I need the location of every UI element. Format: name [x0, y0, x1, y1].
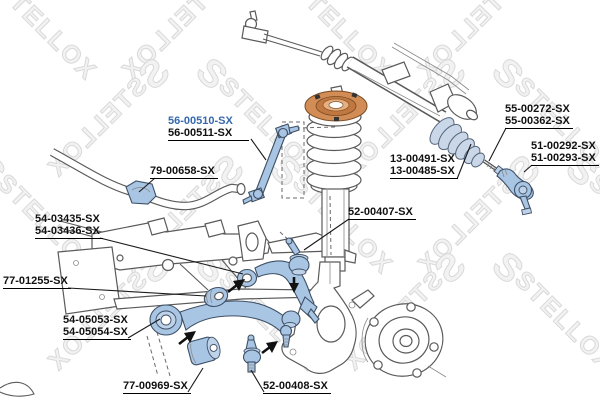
part-number: 77-00969-SX	[123, 380, 188, 392]
part-label-lower-arm-bushing[interactable]: 77-00969-SX	[123, 380, 191, 394]
install-arrows	[178, 277, 299, 355]
steering-rack	[241, 10, 479, 123]
outer-tie-rod-end	[496, 168, 534, 216]
part-number: 52-00408-SX	[263, 380, 328, 392]
part-label-steering-boot[interactable]: 13-00491-SX 13-00485-SX	[390, 153, 458, 179]
part-number: 51-00292-SX	[531, 140, 596, 152]
part-number: 56-00510-SX	[168, 115, 233, 127]
part-number: 13-00491-SX	[390, 153, 455, 165]
sway-bar-bushing-bracket	[125, 180, 157, 205]
part-number: 55-00272-SX	[505, 103, 570, 115]
part-number: 54-05054-SX	[63, 326, 128, 338]
part-label-inner-tie-rod[interactable]: 55-00272-SX 55-00362-SX	[505, 103, 573, 129]
part-number: 51-00293-SX	[531, 152, 596, 164]
assembly-guides	[146, 121, 337, 377]
part-number: 54-03436-SX	[35, 225, 100, 237]
part-number: 56-00511-SX	[168, 127, 233, 139]
part-label-upper-arm-bushing[interactable]: 77-01255-SX	[3, 275, 71, 289]
strut-mount	[304, 85, 368, 122]
upper-arm-bushing	[203, 286, 229, 308]
steering-boot	[429, 117, 485, 168]
part-label-upper-ball-joint[interactable]: 52-00407-SX	[348, 206, 416, 220]
part-label-sway-bar-bushing[interactable]: 79-00658-SX	[150, 165, 218, 179]
part-label-lower-control-arm[interactable]: 54-05053-SX 54-05054-SX	[63, 314, 131, 340]
leader-lines	[67, 127, 533, 393]
stabilizer-link	[242, 123, 300, 205]
part-number: 55-00362-SX	[505, 115, 570, 127]
part-label-outer-tie-rod-end[interactable]: 51-00292-SX 51-00293-SX	[531, 140, 599, 166]
wheel-hub	[361, 302, 447, 378]
part-number: 77-01255-SX	[3, 275, 68, 287]
lower-arm-bushing	[186, 336, 221, 366]
part-number: 54-05053-SX	[63, 314, 128, 326]
lower-ball-joint	[242, 334, 262, 373]
upper-ball-joint	[285, 237, 310, 276]
part-number: 79-00658-SX	[150, 165, 215, 177]
part-label-stabilizer-link[interactable]: 56-00510-SX 56-00511-SX	[168, 115, 249, 141]
part-number: 13-00485-SX	[390, 165, 455, 177]
inner-tie-rod	[483, 159, 504, 176]
part-label-upper-control-arm[interactable]: 54-03435-SX 54-03436-SX	[35, 213, 103, 239]
part-number: 54-03435-SX	[35, 213, 100, 225]
sway-bar	[49, 148, 246, 211]
part-label-lower-ball-joint[interactable]: 52-00408-SX	[263, 380, 331, 394]
part-number: 52-00407-SX	[348, 206, 413, 218]
lower-control-arm	[149, 300, 301, 348]
